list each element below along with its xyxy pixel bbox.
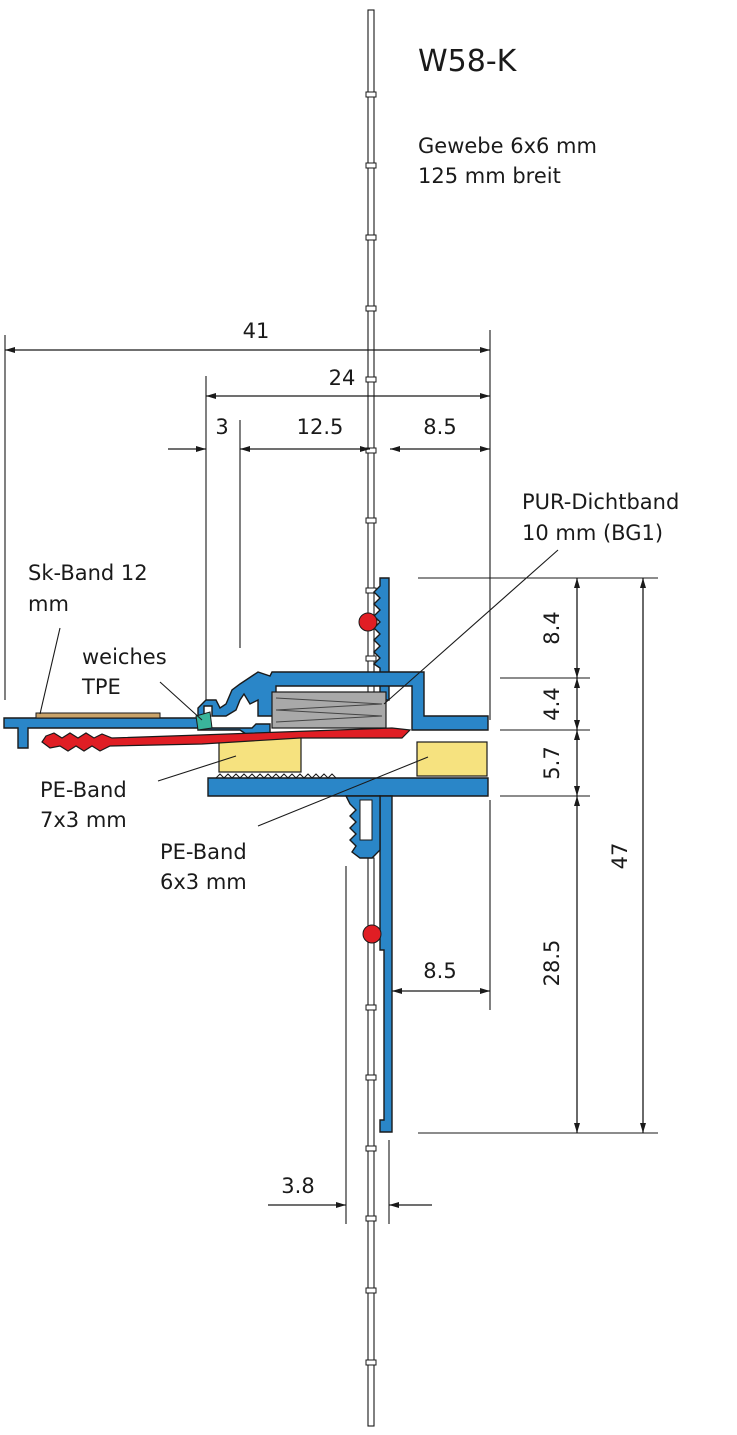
pe7-label-line2: 7x3 mm [40,808,127,832]
red-seal-dot-lower [362,924,382,944]
dim-label-41: 41 [243,319,270,343]
tpe-label-line2: TPE [81,675,121,699]
mesh-note-line1: Gewebe 6x6 mm [418,134,597,158]
pur-band-hatch [275,697,383,723]
pe6-label-line2: 6x3 mm [160,870,247,894]
tpe-label-line1: weiches [82,645,167,669]
lower-plate-teeth [215,773,337,779]
pur-label-line2: 10 mm (BG1) [522,521,663,545]
leader-lines [39,549,559,827]
skband-label-line1: Sk-Band 12 [28,561,148,585]
dim-label-28-5: 28.5 [540,940,564,987]
dim-label-3-8: 3.8 [281,1174,314,1198]
dim-label-8-4: 8.4 [540,611,564,644]
dim-label-4-4: 4.4 [540,687,564,720]
pur-label-line1: PUR-Dichtband [522,490,679,514]
skband-label-line2: mm [28,592,69,616]
dim-label-24: 24 [329,366,356,390]
pe6-label-line1: PE-Band [160,840,247,864]
red-seal-dot-upper [358,612,378,632]
dim-label-8-5-bottom: 8.5 [423,959,456,983]
tpe-soft-seal [195,711,213,731]
dim-label-3: 3 [215,415,228,439]
dim-label-12-5: 12.5 [297,415,344,439]
lower-plate-profile [207,777,489,797]
red-sealing-lip [41,727,412,752]
pur-sealing-band [271,691,387,729]
dim-label-5-7: 5.7 [540,746,564,779]
lower-profile-leg [379,795,393,1133]
drawing-title: W58-K [418,44,518,79]
sk-band [35,712,161,719]
dim-label-8-5-top: 8.5 [423,415,456,439]
dim-label-47: 47 [608,843,632,870]
mesh-note-line2: 125 mm breit [418,164,561,188]
pe-band-6x3 [416,741,488,777]
upper-bracket-profile [197,671,489,735]
mesh-nodes [365,91,377,1366]
lower-nose-cavity [359,799,373,841]
pe7-label-line1: PE-Band [40,778,127,802]
dimension-lines [5,347,646,1208]
